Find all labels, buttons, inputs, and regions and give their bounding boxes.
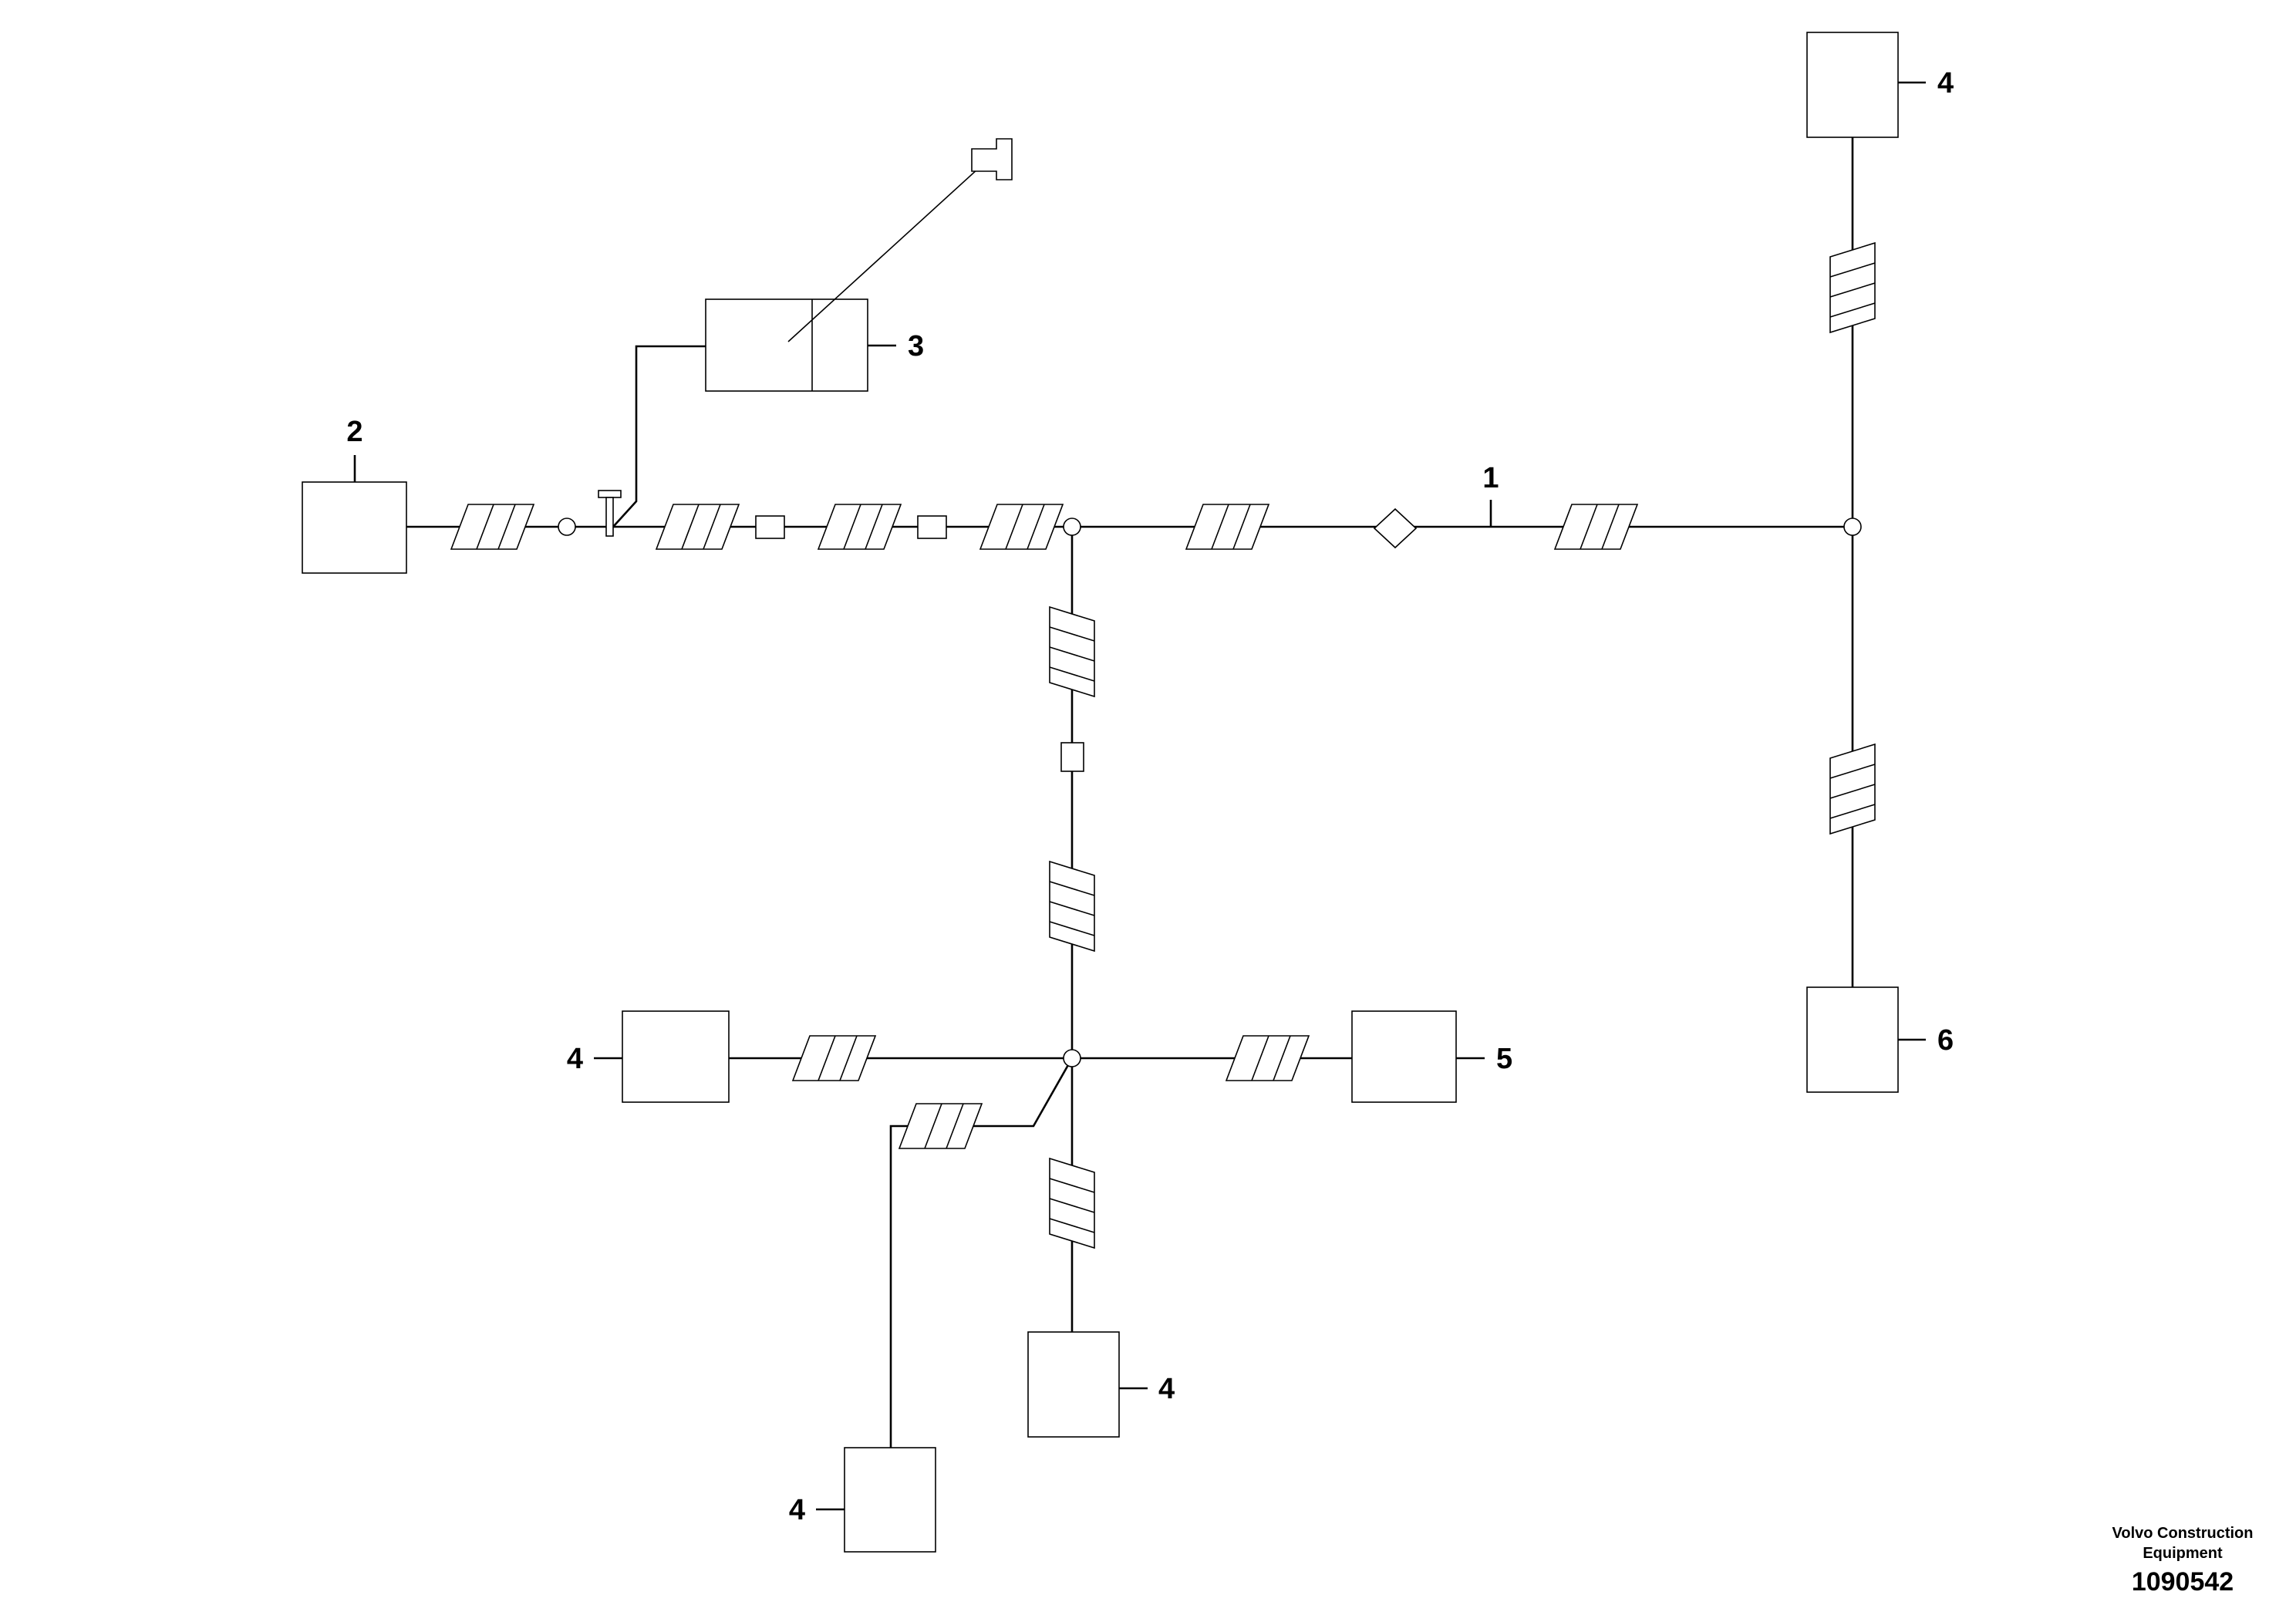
document-number: 1090542 [2132, 1567, 2234, 1597]
junction-lower [1063, 1049, 1081, 1067]
component-box-4-bottom-left [844, 1447, 936, 1553]
component-box-3 [705, 298, 868, 392]
sleeve-h-7 [791, 1035, 877, 1081]
sleeve-h-3 [817, 504, 902, 550]
clip-2 [917, 515, 947, 539]
callout-6: 6 [1937, 1024, 1954, 1057]
junctions [558, 518, 1862, 1067]
callout-4-bottom-left: 4 [789, 1494, 805, 1526]
component-box-4-left [622, 1010, 730, 1103]
brand-line-1: Volvo Construction [2112, 1525, 2254, 1542]
component-box-2 [302, 481, 407, 574]
callout-2: 2 [346, 416, 362, 448]
brand-line-2: Equipment [2143, 1545, 2223, 1562]
component-box-5 [1351, 1010, 1457, 1103]
sleeve-h-5 [1185, 504, 1270, 550]
sensor-icon [971, 138, 1013, 180]
sleeves-horizontal [450, 504, 1639, 1149]
callout-1: 1 [1482, 462, 1499, 494]
clips [755, 515, 1084, 772]
sleeve-h-4 [979, 504, 1064, 550]
remote-sensor [787, 138, 1013, 342]
junction-left [558, 518, 576, 536]
component-box-6 [1806, 986, 1899, 1093]
box3-branch-wire [612, 345, 706, 528]
sleeve-v-5 [1049, 1157, 1095, 1249]
sleeves-vertical [1049, 241, 1876, 1249]
sleeve-h-8 [1225, 1035, 1310, 1081]
diamond-connector [1373, 508, 1418, 549]
callout-4-bottom-mid: 4 [1158, 1373, 1175, 1405]
junction-right [1843, 518, 1862, 536]
component-box-4-bottom-mid [1027, 1331, 1120, 1438]
component-box-4-top-right [1806, 32, 1899, 138]
sleeve-v-1 [1829, 241, 1876, 334]
sleeve-h-2 [655, 504, 740, 550]
components [302, 32, 1899, 1553]
clip-1 [755, 515, 785, 539]
callout-5: 5 [1496, 1043, 1512, 1075]
sleeve-v-3 [1049, 605, 1095, 698]
junction-center [1063, 518, 1081, 536]
callout-3: 3 [908, 330, 924, 363]
harness-wires [405, 137, 1854, 1448]
sleeve-h-9 [898, 1103, 983, 1149]
sleeve-v-2 [1829, 743, 1876, 835]
leader-lines [353, 81, 1926, 1511]
callout-4-left: 4 [567, 1043, 583, 1075]
sleeve-h-1 [450, 504, 535, 550]
clip-3 [1060, 742, 1084, 772]
callout-labels: 1 2 3 4 4 5 6 4 4 [346, 67, 1954, 1526]
callout-4-top-right: 4 [1937, 67, 1954, 99]
sensor-lead [787, 160, 988, 342]
sleeve-h-6 [1553, 504, 1639, 550]
sleeve-v-4 [1049, 860, 1095, 953]
footer: Volvo Construction Equipment 1090542 [2112, 1525, 2254, 1597]
t-tap-connector [598, 490, 622, 537]
